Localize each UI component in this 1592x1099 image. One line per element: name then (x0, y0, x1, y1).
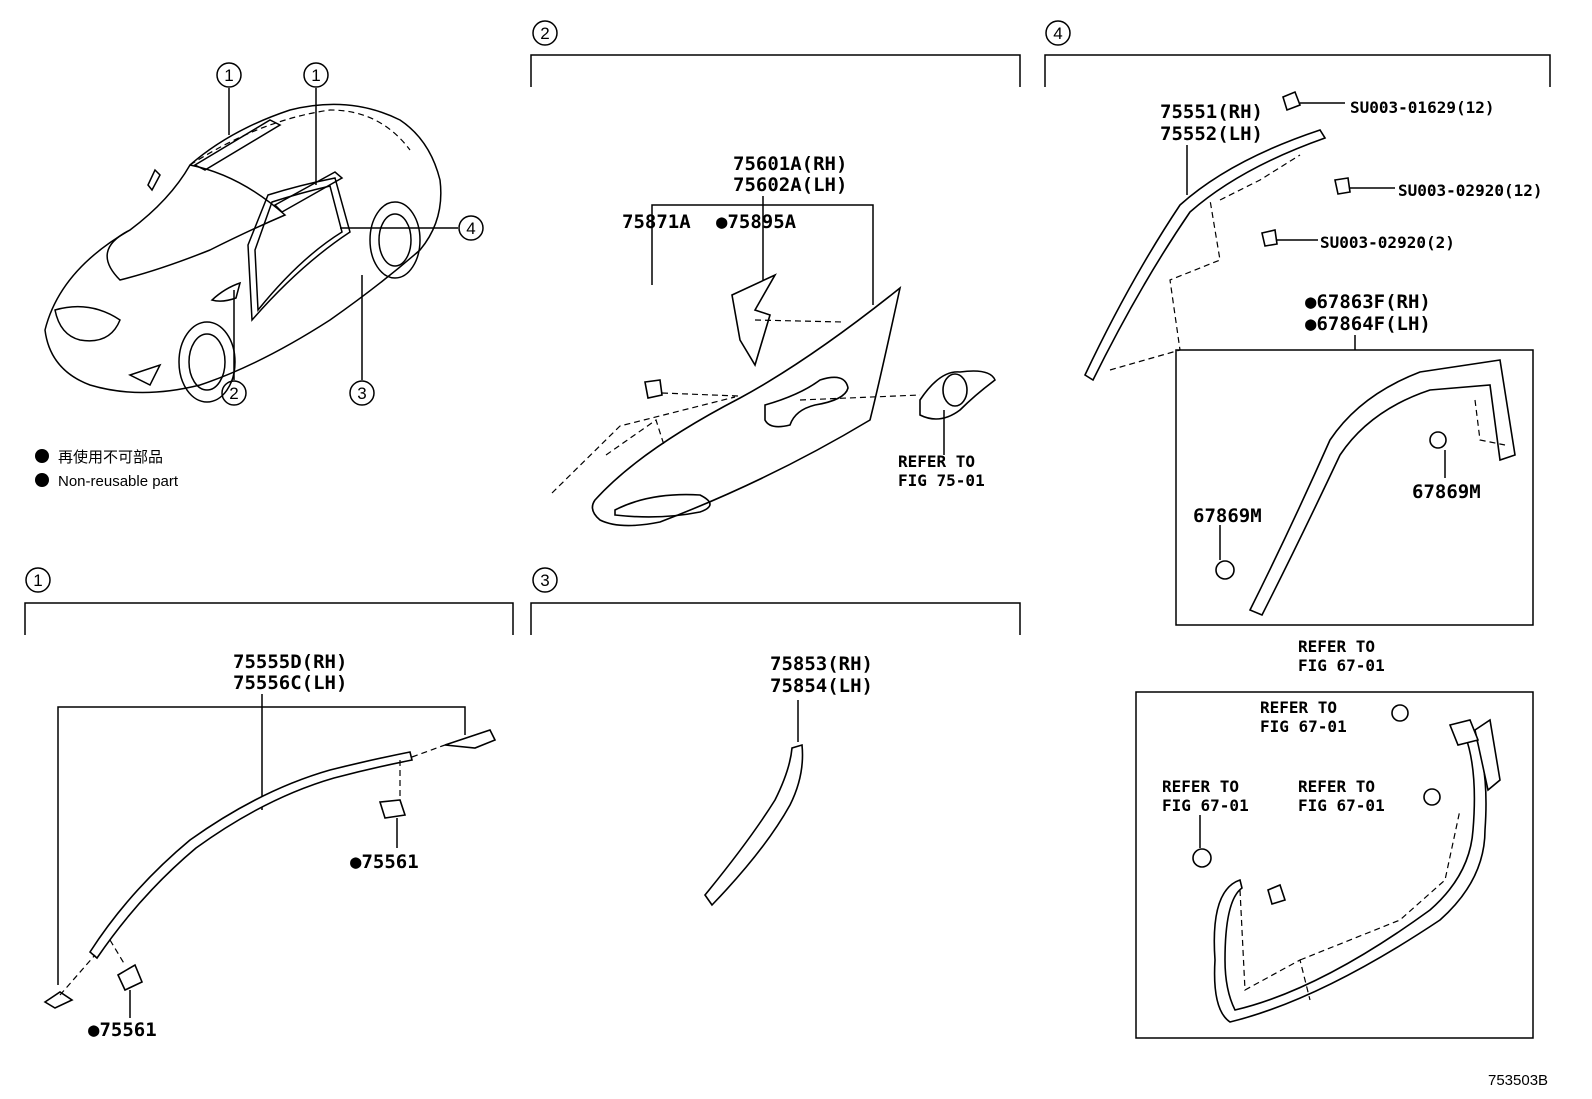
part-75895A: ●75895A (716, 211, 797, 233)
part-75561-upper: ●75561 (350, 851, 419, 873)
screw-su003-02920-2: SU003-02920(2) (1320, 233, 1455, 252)
part-75854: 75854(LH) (770, 675, 873, 697)
callout-3: 3 (349, 380, 375, 406)
refer-67-01-2b: FIG 67-01 (1298, 796, 1385, 815)
part-75871A: 75871A (622, 211, 691, 233)
part-75551: 75551(RH) (1160, 101, 1263, 123)
refer-75-01-a: REFER TO (898, 452, 975, 471)
clip-icon (1429, 431, 1447, 449)
screw-icon (1282, 90, 1302, 112)
refer-75-01-b: FIG 75-01 (898, 471, 985, 490)
refer-67-01-3b: FIG 67-01 (1162, 796, 1249, 815)
refer-67-01-1a: REFER TO (1260, 698, 1337, 717)
part-75601A: 75601A(RH) (733, 153, 847, 175)
section-2: 2 75601A(RH) 75602A(LH) 75871A ●75895A R… (530, 20, 1021, 527)
part-75552: 75552(LH) (1160, 123, 1263, 145)
legend-en: Non-reusable part (58, 473, 179, 490)
part-75853: 75853(RH) (770, 653, 873, 675)
refer-67-01-1b: FIG 67-01 (1260, 717, 1347, 736)
legend: 再使用不可部品 Non-reusable part (35, 449, 179, 490)
clip-icon (116, 963, 144, 992)
screw-su003-01629: SU003-01629(12) (1350, 98, 1495, 117)
legend-jp: 再使用不可部品 (58, 449, 163, 466)
part-67869M-right: 67869M (1412, 481, 1481, 503)
part-75555D: 75555D(RH) (233, 651, 347, 673)
figure-id: 753503B (1488, 1072, 1548, 1089)
screw-icon (1261, 229, 1278, 247)
svg-text:4: 4 (466, 219, 475, 238)
refer-67-01-3a: REFER TO (1162, 777, 1239, 796)
svg-text:1: 1 (224, 66, 233, 85)
section-3-number: 3 (540, 571, 549, 590)
callout-2: 2 (221, 380, 247, 406)
refer-67-01-2a: REFER TO (1298, 777, 1375, 796)
weatherstrip-box (1175, 349, 1534, 626)
svg-text:1: 1 (311, 66, 320, 85)
part-67863F: ●67863F(RH) (1305, 291, 1431, 313)
clip-icon (1267, 883, 1287, 906)
bullet-icon (35, 449, 49, 463)
refer-67-01-top-b: FIG 67-01 (1298, 656, 1385, 675)
screw-icon (1334, 177, 1351, 195)
section-2-number: 2 (540, 24, 549, 43)
clip-icon (1192, 848, 1212, 868)
bullet-icon (35, 473, 49, 487)
svg-text:2: 2 (229, 384, 238, 403)
clip-icon (1448, 719, 1480, 746)
screw-su003-02920-12: SU003-02920(12) (1398, 181, 1543, 200)
clip-icon (378, 799, 407, 819)
callout-4: 4 (458, 215, 484, 241)
section-1: 1 75555D(RH) 75556C(LH) ●75561 ●75561 (24, 567, 514, 1041)
car-overview-illustration: 1 1 2 3 4 (44, 62, 484, 406)
callout-1-left: 1 (216, 62, 242, 88)
section-4: 4 75551(RH) 75552(LH) SU003-01629(12) SU… (1044, 20, 1551, 1039)
part-67869M-left: 67869M (1193, 505, 1262, 527)
part-75556C: 75556C(LH) (233, 672, 347, 694)
door-seal-box (1135, 691, 1534, 1039)
refer-67-01-top-a: REFER TO (1298, 637, 1375, 656)
clip-icon (1215, 560, 1235, 580)
clip-icon (1391, 704, 1409, 722)
svg-text:3: 3 (357, 384, 366, 403)
clip-icon (1423, 788, 1441, 806)
section-1-number: 1 (33, 571, 42, 590)
callout-1-right: 1 (303, 62, 329, 88)
section-4-number: 4 (1053, 24, 1062, 43)
part-67864F: ●67864F(LH) (1305, 313, 1431, 335)
part-75561-lower: ●75561 (88, 1019, 157, 1041)
section-3: 3 75853(RH) 75854(LH) (530, 567, 1021, 907)
part-75602A: 75602A(LH) (733, 174, 847, 196)
